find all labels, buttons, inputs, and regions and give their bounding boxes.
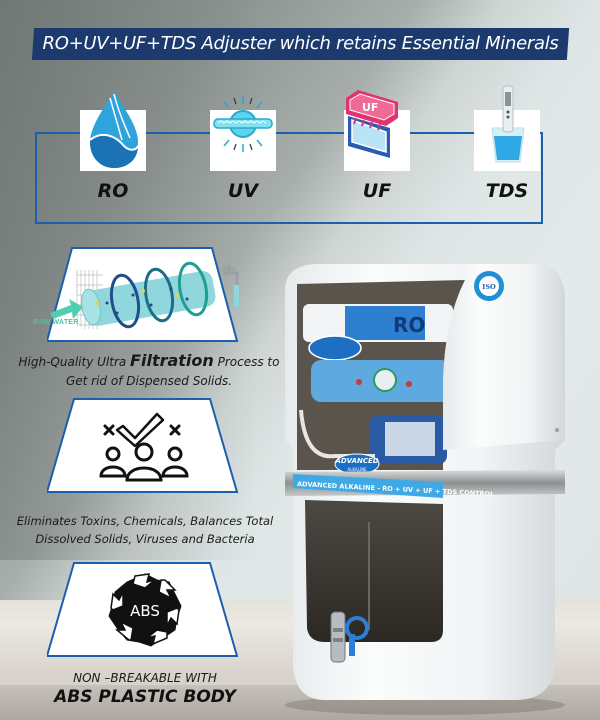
feature-card-abs: ABS bbox=[47, 560, 239, 657]
feature-card-purification bbox=[47, 396, 239, 493]
advanced-badge-text: ADVANCED bbox=[334, 457, 378, 465]
water-drop-icon bbox=[89, 92, 139, 168]
caption-post: Process to bbox=[213, 355, 280, 369]
feature-caption-filtration: High-Quality Ultra Filtration Process to… bbox=[4, 351, 294, 391]
feature-card-filtration: RAW WATER bbox=[33, 245, 239, 342]
tds-meter-glass-icon bbox=[491, 85, 525, 163]
caption-bold: Filtration bbox=[130, 351, 214, 370]
technology-frame bbox=[35, 132, 543, 224]
abs-icon-label: ABS bbox=[130, 602, 160, 620]
cartridge-label: RO bbox=[393, 313, 425, 337]
water-purifier-image: RO ADVANCED ALKALINE ISO ADVANCED ALKALI… bbox=[285, 264, 565, 715]
caption-pre: High-Quality Ultra bbox=[18, 355, 131, 369]
raw-water-label: RAW WATER bbox=[33, 319, 79, 326]
iso-badge-text: ISO bbox=[482, 283, 496, 291]
tech-label-tds: TDS bbox=[485, 180, 529, 202]
feature-caption-abs: NON –BREAKABLE WITH ABS PLASTIC BODY bbox=[0, 670, 290, 708]
uv-lamp-icon bbox=[213, 96, 273, 152]
tech-label-uf: UF bbox=[362, 180, 392, 202]
caption-line-1: Eliminates Toxins, Chemicals, Balances T… bbox=[16, 514, 274, 528]
caption-line-2: Get rid of Dispensed Solids. bbox=[65, 374, 233, 388]
feature-caption-purification: Eliminates Toxins, Chemicals, Balances T… bbox=[0, 512, 290, 548]
abs-recycle-icon: ABS bbox=[108, 573, 182, 647]
uf-membrane-icon: UF bbox=[346, 90, 398, 158]
tech-label-uv: UV bbox=[227, 180, 259, 202]
advanced-badge-subtext: ALKALINE bbox=[347, 467, 367, 472]
tech-label-ro: RO bbox=[97, 180, 129, 202]
caption-line-2: Dissolved Solids, Viruses and Bacteria bbox=[35, 532, 255, 546]
filtration-cartridge-icon bbox=[50, 261, 239, 329]
caption-line-1: NON –BREAKABLE WITH bbox=[73, 671, 217, 685]
caption-line-2: ABS PLASTIC BODY bbox=[54, 687, 236, 707]
uf-icon-text: UF bbox=[362, 101, 378, 114]
people-check-icon bbox=[99, 412, 189, 482]
page-title: RO+UV+UF+TDS Adjuster which retains Esse… bbox=[42, 33, 559, 54]
caption-line-1: High-Quality Ultra Filtration Process to bbox=[4, 351, 294, 372]
